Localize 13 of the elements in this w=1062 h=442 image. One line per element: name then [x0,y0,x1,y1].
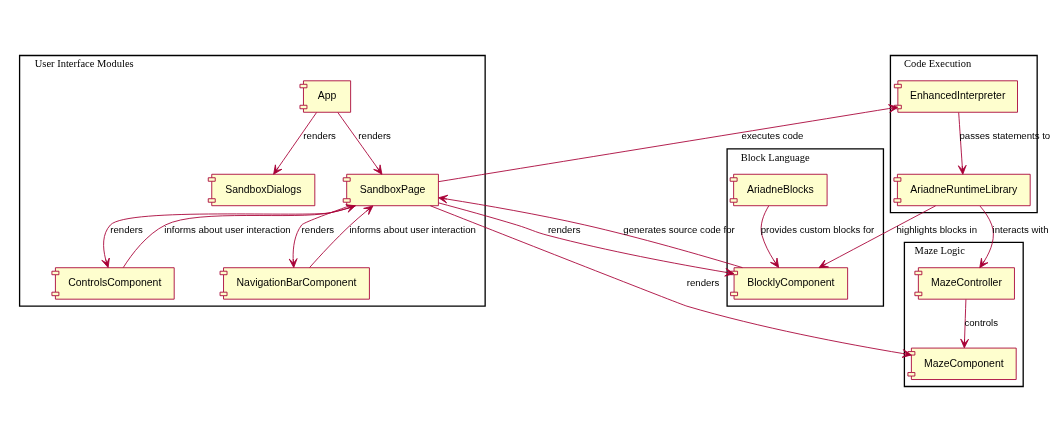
edge-label: renders [547,223,581,235]
edge-label: highlights blocks in [896,223,977,235]
edge-label: renders [358,130,391,142]
edge-label: informs about user interaction [349,223,476,235]
edge-label: renders [110,223,143,235]
edge-label: renders [303,130,336,142]
edge-label: renders [686,276,720,288]
edge-label: controls [964,317,999,329]
edge-label: renders [301,223,335,235]
edge-label: provides custom blocks for [760,223,875,235]
edge-label: executes code [741,130,804,142]
edge-label: interacts with [992,223,1049,235]
edge-label: informs about user interaction [164,223,291,235]
